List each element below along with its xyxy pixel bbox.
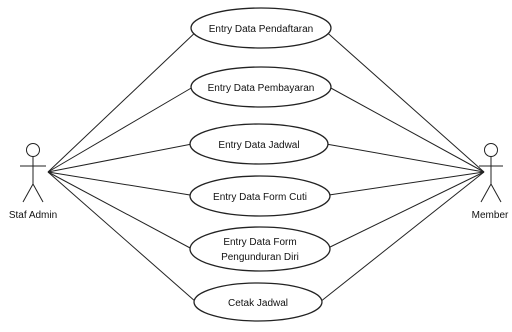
association-admin-uc3	[47, 143, 193, 173]
stick-figure-icon	[479, 143, 503, 203]
use-case-2: Entry Data Pembayaran	[190, 66, 332, 108]
use-case-5-label-line-1: Entry Data Form	[223, 237, 296, 248]
use-case-3: Entry Data Jadwal	[189, 123, 329, 165]
use-case-3-label: Entry Data Jadwal	[218, 140, 299, 151]
association-admin-uc4	[47, 171, 191, 196]
association-member-uc4	[328, 171, 485, 196]
association-lines	[47, 27, 485, 303]
actor-member-label: Member	[472, 210, 509, 221]
actor-staf-admin: Staf Admin	[9, 143, 57, 221]
association-member-uc3	[325, 143, 485, 173]
use-case-4-label: Entry Data Form Cuti	[213, 192, 307, 203]
association-member-uc5	[325, 171, 485, 250]
use-case-6: Cetak Jadwal	[193, 282, 323, 322]
association-admin-uc5	[47, 171, 193, 250]
association-admin-uc6	[47, 171, 197, 303]
association-admin-uc1	[47, 27, 201, 173]
use-case-6-label: Cetak Jadwal	[228, 298, 288, 309]
association-member-uc6	[319, 171, 485, 303]
stick-figure-icon	[20, 143, 46, 203]
use-case-4: Entry Data Form Cuti	[189, 175, 331, 217]
actor-member: Member	[472, 143, 509, 221]
use-case-2-label: Entry Data Pembayaran	[208, 83, 315, 94]
actor-staf-admin-label: Staf Admin	[9, 210, 57, 221]
association-member-uc2	[328, 86, 485, 173]
association-admin-uc2	[47, 86, 194, 173]
use-case-5-label-line-2: Pengunduran Diri	[221, 252, 299, 263]
association-member-uc1	[321, 27, 485, 173]
use-case-5: Entry Data Form Pengunduran Diri	[189, 226, 331, 272]
use-case-1: Entry Data Pendaftaran	[190, 7, 332, 49]
use-case-1-label: Entry Data Pendaftaran	[209, 24, 314, 35]
